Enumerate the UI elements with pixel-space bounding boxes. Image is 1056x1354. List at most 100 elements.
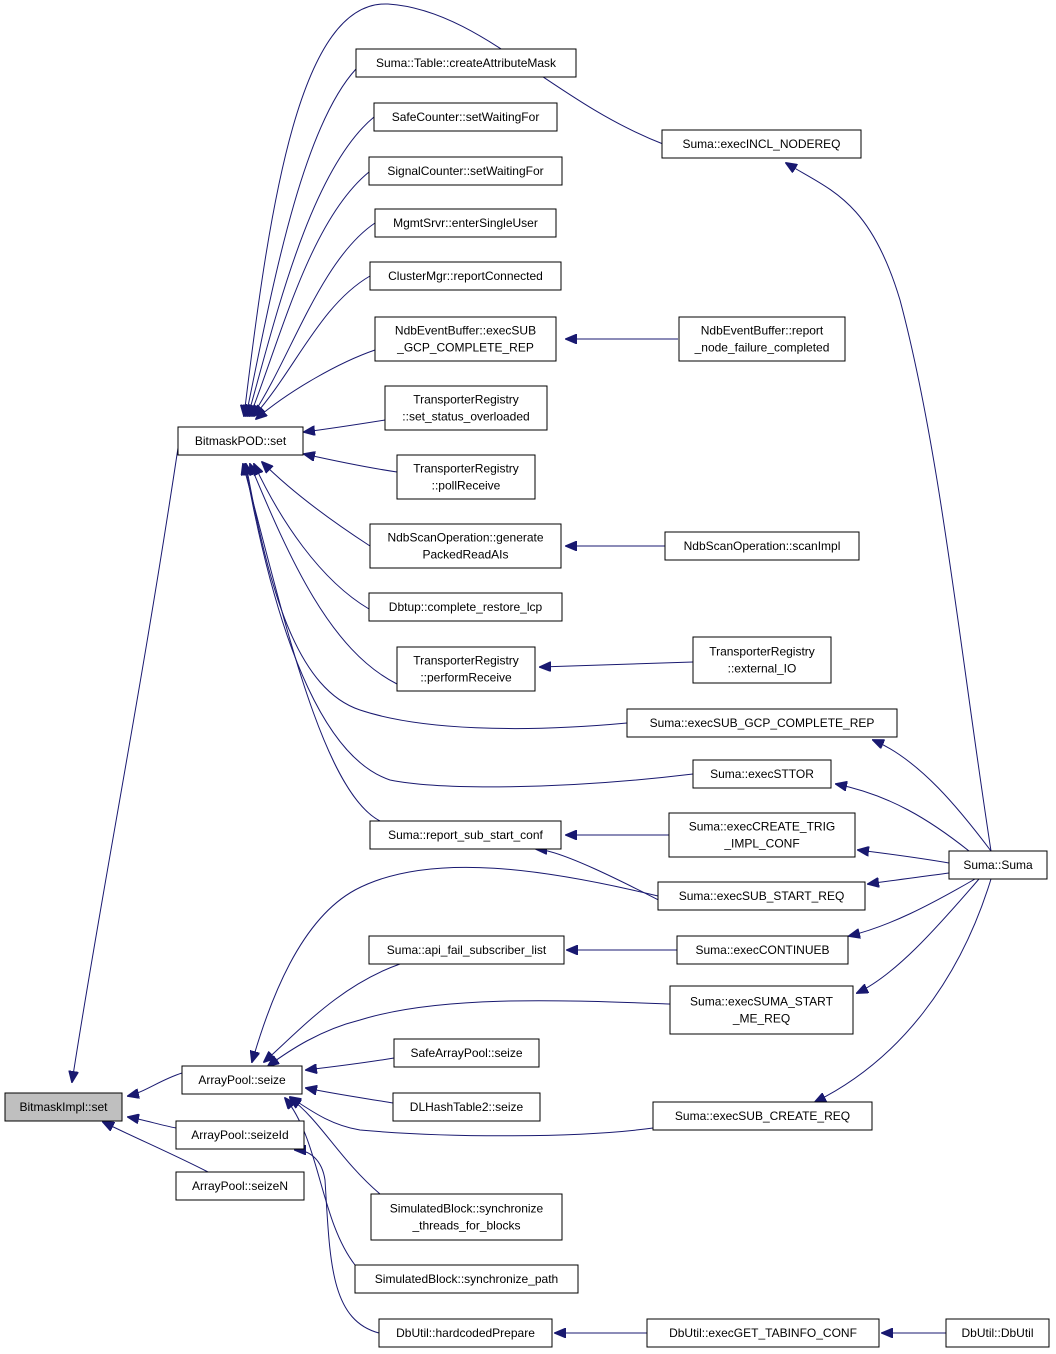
node-box xyxy=(368,156,563,186)
function-node[interactable]: Suma::report_sub_start_conf xyxy=(369,820,562,850)
function-node[interactable]: MgmtSrvr::enterSingleUser xyxy=(374,208,557,238)
call-edge-n14-to-n1 xyxy=(254,464,370,610)
function-node[interactable]: SafeCounter::setWaitingFor xyxy=(373,102,558,132)
call-edge-n29-to-n2 xyxy=(306,1057,395,1070)
call-edge-n24-to-n2 xyxy=(252,866,659,1062)
node-label: PackedReadAIs xyxy=(422,548,508,562)
function-node[interactable]: TransporterRegistry::external_IO xyxy=(692,636,832,684)
function-node[interactable]: NdbScanOperation::scanImpl xyxy=(664,531,860,561)
edge-arrow xyxy=(290,1097,654,1137)
function-node[interactable]: Suma::execSUB_CREATE_REQ xyxy=(652,1101,873,1131)
node-box xyxy=(368,592,563,622)
node-box xyxy=(396,454,536,500)
function-node[interactable]: ClusterMgr::reportConnected xyxy=(369,261,562,291)
node-label: ClusterMgr::reportConnected xyxy=(388,269,543,283)
edge-arrow xyxy=(103,1122,209,1173)
function-node[interactable]: Suma::execCONTINUEB xyxy=(676,935,849,965)
node-box xyxy=(646,1318,880,1348)
node-label: Dbtup::complete_restore_lcp xyxy=(389,600,543,614)
edge-arrow xyxy=(250,464,398,685)
edge-arrow xyxy=(536,849,679,911)
function-node[interactable]: NdbEventBuffer::execSUB_GCP_COMPLETE_REP xyxy=(374,316,557,362)
node-box xyxy=(945,1318,1050,1348)
node-box xyxy=(664,531,860,561)
call-edge-n25-to-n28 xyxy=(857,878,980,993)
call-edge-n25-to-n24 xyxy=(868,872,950,884)
function-node[interactable]: Suma::api_fail_subscriber_list xyxy=(368,935,565,965)
edge-arrow xyxy=(285,1098,356,1266)
node-label: _threads_for_blocks xyxy=(411,1219,520,1233)
node-label: MgmtSrvr::enterSingleUser xyxy=(393,216,538,230)
function-node[interactable]: Suma::execINCL_NODEREQ xyxy=(661,129,862,159)
function-node[interactable]: ArrayPool::seizeN xyxy=(175,1171,305,1201)
node-label: SafeArrayPool::seize xyxy=(410,1046,522,1060)
node-box xyxy=(369,820,562,850)
node-label: BitmaskPOD::set xyxy=(195,434,287,448)
node-label: Suma::execSUB_GCP_COMPLETE_REP xyxy=(650,716,875,730)
function-node[interactable]: Suma::execCREATE_TRIG_IMPL_CONF xyxy=(668,812,856,858)
call-edge-n2-to-n0 xyxy=(128,1072,183,1096)
call-edge-n25-to-n21 xyxy=(873,740,992,852)
function-node[interactable]: Suma::Table::createAttributeMask xyxy=(355,48,577,78)
node-box xyxy=(393,1038,540,1068)
function-node[interactable]: TransporterRegistry::set_status_overload… xyxy=(384,385,548,431)
function-node[interactable]: DLHashTable2::seize xyxy=(392,1092,541,1122)
node-box xyxy=(692,759,832,789)
node-label: DLHashTable2::seize xyxy=(410,1100,524,1114)
edge-layer xyxy=(72,3,992,1333)
node-label: _IMPL_CONF xyxy=(723,837,799,851)
node-label: TransporterRegistry xyxy=(413,462,519,476)
edge-arrow xyxy=(540,661,694,667)
function-node[interactable]: Suma::execSTTOR xyxy=(692,759,832,789)
function-node[interactable]: SimulatedBlock::synchronize_threads_for_… xyxy=(370,1193,563,1241)
function-node[interactable]: SignalCounter::setWaitingFor xyxy=(368,156,563,186)
function-node[interactable]: Suma::execSUMA_START_ME_REQ xyxy=(669,985,854,1035)
root-function-node[interactable]: BitmaskImpl::set xyxy=(4,1092,123,1122)
node-label: SimulatedBlock::synchronize_path xyxy=(375,1272,558,1286)
function-node[interactable]: TransporterRegistry::pollReceive xyxy=(396,454,536,500)
node-box xyxy=(370,1193,563,1241)
node-box xyxy=(368,935,565,965)
edge-arrow xyxy=(245,464,694,788)
node-label: ::set_status_overloaded xyxy=(402,410,529,424)
function-node[interactable]: BitmaskPOD::set xyxy=(177,426,304,456)
node-label: NdbScanOperation::scanImpl xyxy=(684,539,841,553)
function-node[interactable]: Suma::Suma xyxy=(948,850,1048,880)
function-node[interactable]: Dbtup::complete_restore_lcp xyxy=(368,592,563,622)
call-edge-n28-to-n2 xyxy=(268,1000,671,1066)
edge-arrow xyxy=(868,872,950,884)
node-label: _ME_REQ xyxy=(732,1012,790,1026)
edge-arrow xyxy=(250,171,370,416)
function-node[interactable]: SafeArrayPool::seize xyxy=(393,1038,540,1068)
call-edge-n25-to-n27 xyxy=(849,878,976,936)
node-box xyxy=(354,1264,579,1294)
edge-arrow xyxy=(252,222,376,416)
call-edge-n16-to-n1 xyxy=(243,464,381,822)
node-box xyxy=(175,1120,305,1150)
function-node[interactable]: ArrayPool::seizeId xyxy=(175,1120,305,1150)
node-label: BitmaskImpl::set xyxy=(19,1100,108,1114)
node-label: DbUtil::DbUtil xyxy=(961,1326,1033,1340)
node-label: ::pollReceive xyxy=(432,479,501,493)
function-node[interactable]: DbUtil::hardcodedPrepare xyxy=(378,1318,553,1348)
node-label: ::performReceive xyxy=(420,671,512,685)
function-node[interactable]: Suma::execSUB_GCP_COMPLETE_REP xyxy=(626,708,898,738)
function-node[interactable]: SimulatedBlock::synchronize_path xyxy=(354,1264,579,1294)
edge-arrow xyxy=(128,1117,177,1129)
node-label: SignalCounter::setWaitingFor xyxy=(387,164,543,178)
call-edge-n25-to-n17 xyxy=(786,163,992,852)
call-edge-n31-to-n2 xyxy=(290,1097,654,1137)
function-node[interactable]: DbUtil::DbUtil xyxy=(945,1318,1050,1348)
call-edge-n9-to-n1 xyxy=(254,275,371,416)
node-box xyxy=(355,48,577,78)
function-node[interactable]: Suma::execSUB_START_REQ xyxy=(657,881,866,911)
edge-arrow xyxy=(873,740,992,852)
edge-arrow xyxy=(786,163,992,852)
function-node[interactable]: TransporterRegistry::performReceive xyxy=(396,646,536,692)
function-node[interactable]: NdbEventBuffer::report_node_failure_comp… xyxy=(678,316,846,362)
function-node[interactable]: DbUtil::execGET_TABINFO_CONF xyxy=(646,1318,880,1348)
call-edge-n8-to-n1 xyxy=(252,222,376,416)
call-edge-n1-to-n0 xyxy=(72,447,179,1082)
function-node[interactable]: ArrayPool::seize xyxy=(181,1065,303,1095)
